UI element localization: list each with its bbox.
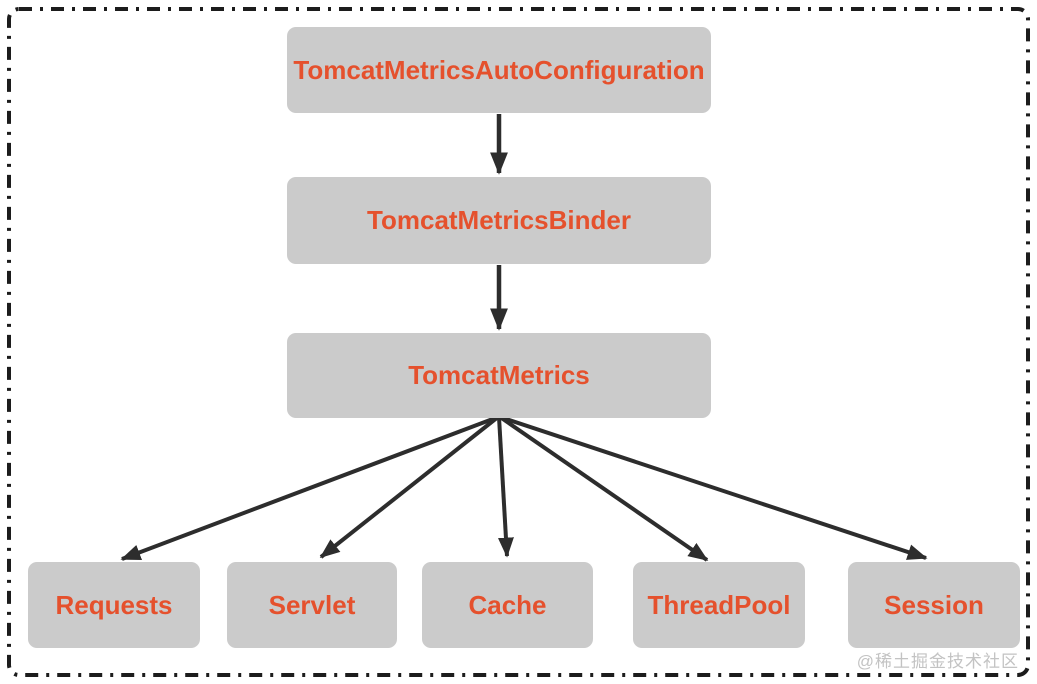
arrow-metrics-to-cache bbox=[497, 416, 514, 558]
node-threadpool: ThreadPool bbox=[633, 562, 805, 648]
node-label: Requests bbox=[55, 589, 173, 620]
node-label: TomcatMetricsAutoConfiguration bbox=[293, 54, 705, 85]
node-requests: Requests bbox=[28, 562, 200, 648]
node-label: Cache bbox=[468, 589, 547, 620]
node-label: TomcatMetrics bbox=[408, 360, 590, 390]
node-label: ThreadPool bbox=[647, 589, 791, 620]
node-cache: Cache bbox=[422, 562, 593, 648]
node-servlet: Servlet bbox=[227, 562, 397, 648]
node-label: Servlet bbox=[268, 589, 356, 620]
watermark: @稀土掘金技术社区 bbox=[856, 652, 1019, 671]
arrow-metrics-to-servlet bbox=[319, 415, 500, 559]
node-label: Session bbox=[884, 589, 984, 620]
node-tomcat-metrics-binder: TomcatMetricsBinder bbox=[287, 177, 711, 264]
arrow-metrics-to-session bbox=[499, 415, 928, 560]
node-session: Session bbox=[848, 562, 1020, 648]
node-tomcat-metrics-auto-configuration: TomcatMetricsAutoConfiguration bbox=[287, 27, 711, 113]
node-label: TomcatMetricsBinder bbox=[367, 205, 631, 235]
arrow-metrics-to-threadpool bbox=[498, 415, 709, 562]
node-tomcat-metrics: TomcatMetrics bbox=[287, 333, 711, 418]
arrow-metrics-to-requests bbox=[120, 415, 499, 561]
